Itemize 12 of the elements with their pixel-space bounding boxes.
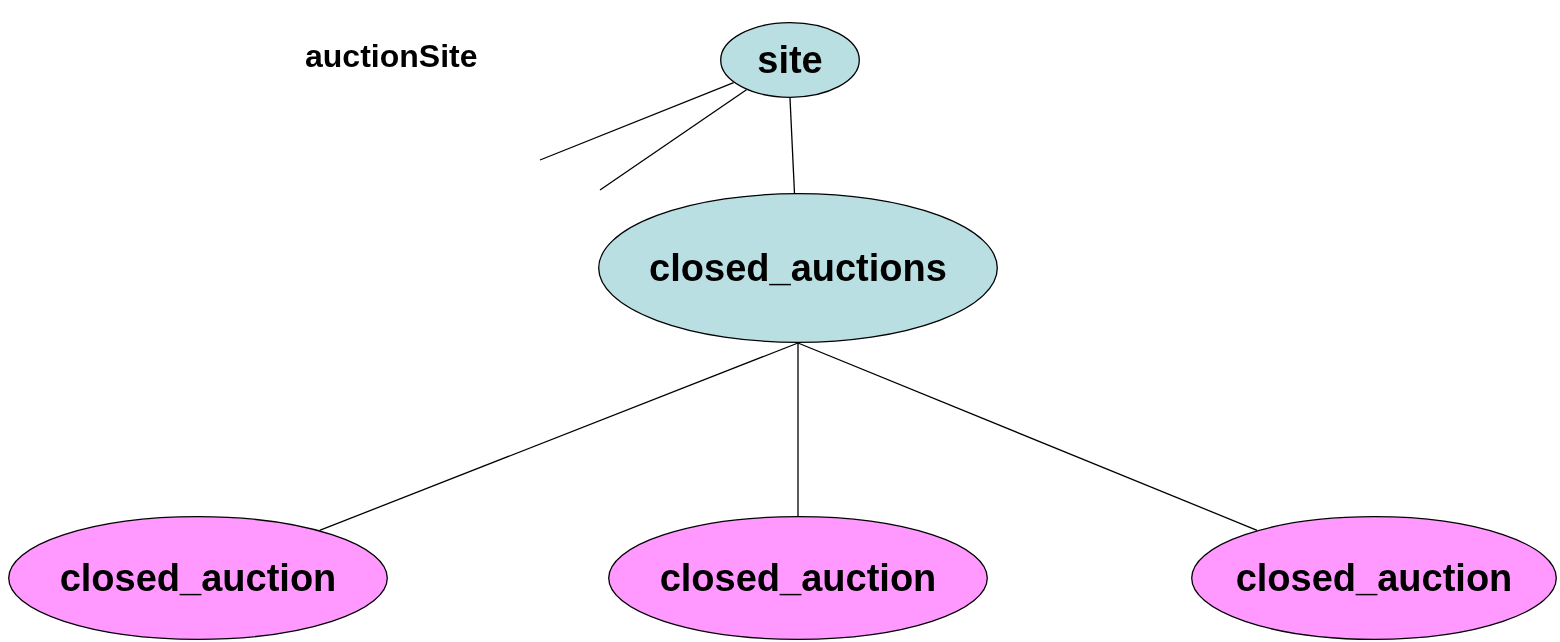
node-label: closed_auction <box>659 556 937 600</box>
connector-line <box>789 97 796 194</box>
node-label: closed_auction <box>1235 556 1513 600</box>
node-label: closed_auctions <box>649 246 947 290</box>
connector-line <box>797 342 1258 531</box>
connector-line <box>539 81 735 161</box>
diagram-label: auctionSite <box>305 38 478 75</box>
connector-line <box>318 342 799 531</box>
connector-line <box>797 342 799 517</box>
node-label: closed_auction <box>59 556 337 600</box>
node-label: site <box>757 38 823 82</box>
connector-line <box>599 89 748 191</box>
